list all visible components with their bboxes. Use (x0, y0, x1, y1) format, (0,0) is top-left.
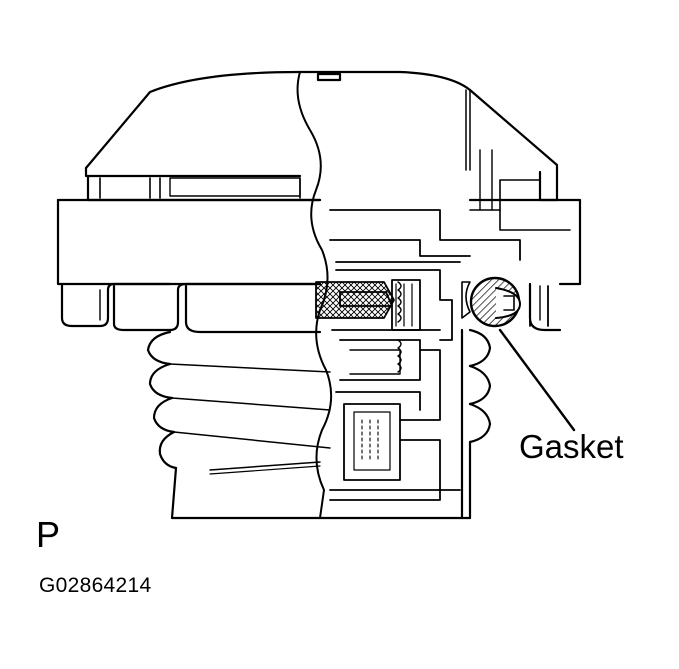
gasket-leader-line (498, 328, 576, 432)
view-letter: P (36, 514, 61, 555)
gasket-callout-label: Gasket (519, 428, 624, 465)
threaded-neck (146, 330, 472, 520)
cap-collar (56, 198, 582, 286)
gasket-section (461, 276, 549, 328)
cutaway-break-line (296, 71, 333, 519)
spring (397, 281, 402, 373)
cap-scallops (60, 282, 562, 334)
neck-right-wall (460, 328, 492, 520)
upper-seal (315, 281, 395, 319)
figure-code: G02864214 (39, 574, 152, 597)
valve-mechanism (329, 149, 541, 501)
